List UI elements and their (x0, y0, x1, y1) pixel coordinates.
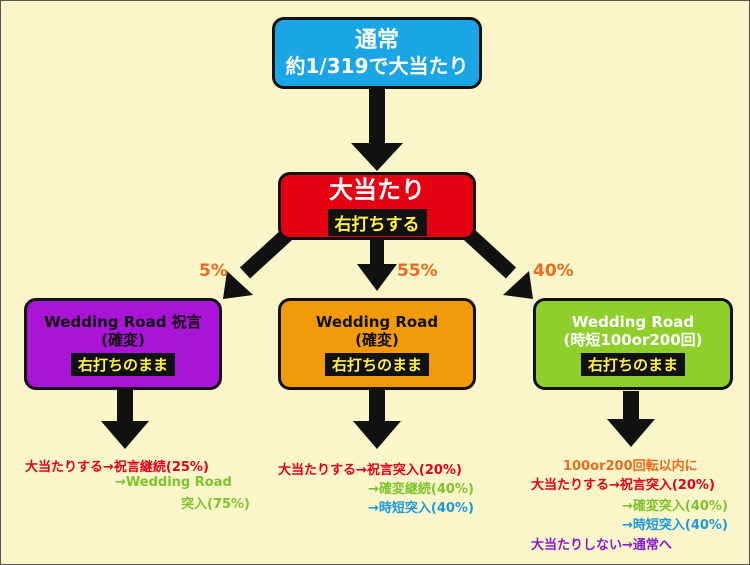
kakuhen-line2: (確変) (355, 330, 399, 349)
right-result-1: 100or200回転以内に (563, 459, 698, 474)
kakuhen-line1: Wedding Road (315, 312, 439, 331)
arrow-left-down (101, 386, 149, 449)
kakuhen-box: Wedding Road (確変) 右打ちのまま (278, 298, 476, 390)
arrow-right-down (607, 391, 655, 447)
shugen-line2: (確変) (101, 330, 145, 349)
percent-left: 5% (199, 261, 228, 281)
center-result-3: →時短突入(40%) (368, 501, 474, 516)
center-result-2: →確変継続(40%) (368, 482, 474, 497)
percent-right: 40% (533, 261, 574, 281)
left-result-3: 突入(75%) (181, 497, 250, 512)
shugen-line1: Wedding Road 祝言 (44, 312, 202, 331)
jitan-line2: (時短100or200回) (563, 330, 703, 349)
arrow-hit-to-right (457, 223, 533, 299)
jackpot-tag: 右打ちする (327, 208, 427, 236)
percent-center: 55% (397, 261, 438, 281)
left-result-1: 大当たりする→祝言継続(25%) (25, 460, 209, 475)
normal-state-box: 通常 約1/319で大当たり (272, 17, 482, 89)
normal-title: 通常 (354, 27, 399, 53)
right-result-4: →時短突入(40%) (622, 518, 728, 533)
kakuhen-tag: 右打ちのまま (324, 352, 429, 376)
arrow-hit-to-center (357, 238, 397, 291)
shugen-box: Wedding Road 祝言 (確変) 右打ちのまま (24, 298, 222, 390)
normal-subtitle: 約1/319で大当たり (285, 54, 469, 79)
jitan-tag: 右打ちのまま (580, 352, 685, 376)
arrow-top-to-hit (351, 85, 403, 171)
jitan-line1: Wedding Road (571, 312, 695, 331)
center-result-1: 大当たりする→祝言突入(20%) (278, 463, 462, 478)
arrow-hit-to-left (223, 223, 299, 299)
shugen-tag: 右打ちのまま (70, 352, 175, 376)
right-result-2: 大当たりする→祝言突入(20%) (531, 478, 715, 493)
left-result-2: →Wedding Road (115, 475, 232, 490)
jackpot-title: 大当たり (329, 176, 425, 205)
right-result-3: →確変突入(40%) (622, 499, 728, 514)
arrow-center-down (353, 386, 401, 449)
right-result-5: 大当たりしない→通常へ (531, 538, 672, 553)
jitan-box: Wedding Road (時短100or200回) 右打ちのまま (533, 298, 733, 390)
jackpot-box: 大当たり 右打ちする (278, 172, 476, 240)
